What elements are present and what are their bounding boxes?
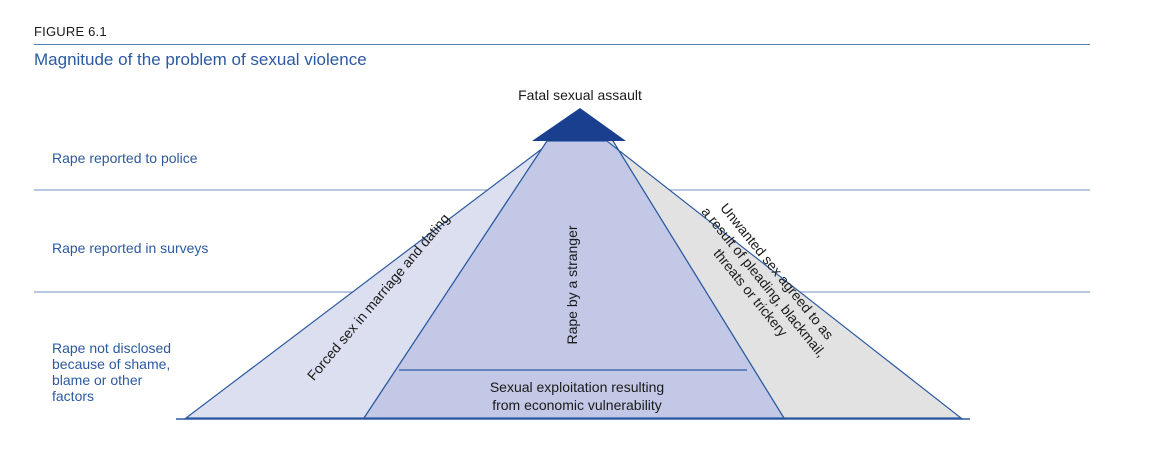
- label-exploitation-line-2: from economic vulnerability: [492, 397, 662, 413]
- label-not-disclosed-line-4: factors: [52, 388, 95, 404]
- label-rape-reported-surveys: Rape reported in surveys: [52, 240, 209, 256]
- label-rape-by-stranger: Rape by a stranger: [564, 225, 580, 344]
- label-not-disclosed-line-2: because of shame,: [52, 356, 171, 372]
- label-not-disclosed-line-3: blame or other: [52, 372, 143, 388]
- figure-title: Magnitude of the problem of sexual viole…: [34, 50, 367, 69]
- label-fatal-sexual-assault: Fatal sexual assault: [518, 87, 642, 103]
- title-rule: [34, 44, 1090, 45]
- label-not-disclosed-line-1: Rape not disclosed: [52, 340, 172, 356]
- label-rape-reported-police: Rape reported to police: [52, 150, 198, 166]
- label-rape-not-disclosed: Rape not disclosed because of shame, bla…: [52, 340, 171, 404]
- label-exploitation-line-1: Sexual exploitation resulting: [490, 379, 664, 395]
- figure-label: FIGURE 6.1: [34, 24, 107, 39]
- apex-fatal-assault: [532, 108, 626, 141]
